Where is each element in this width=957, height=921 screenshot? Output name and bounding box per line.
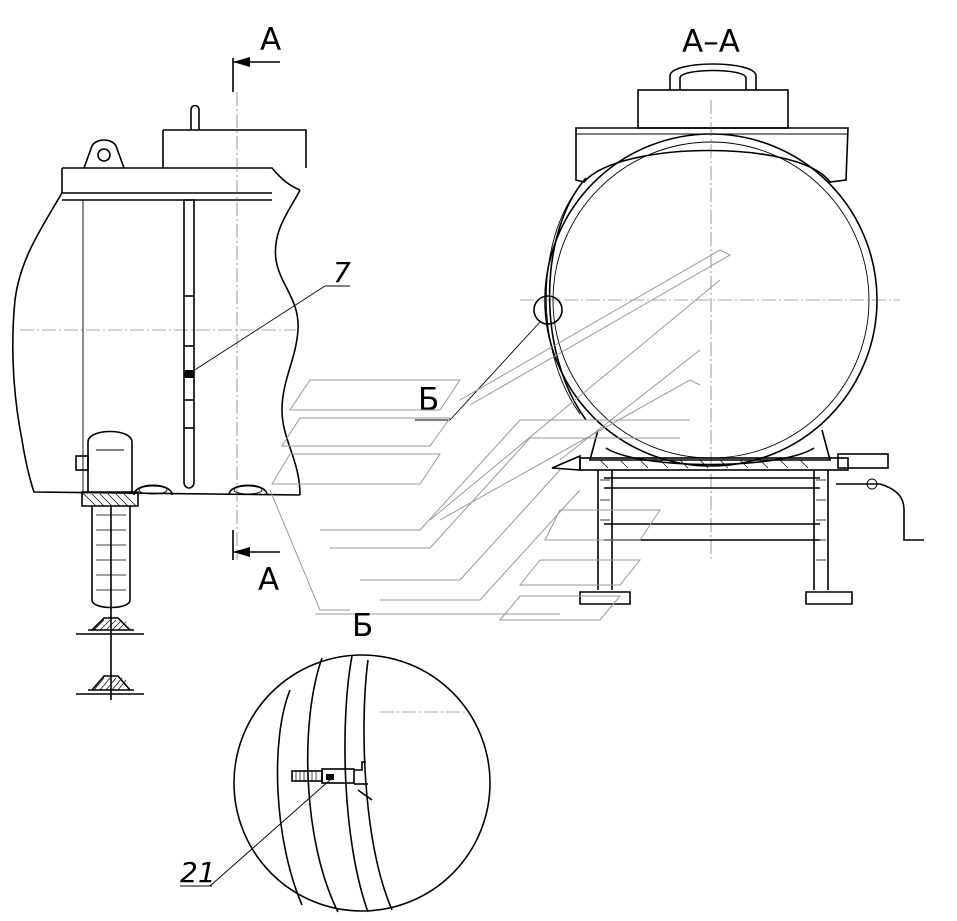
- callout-7-label: 7: [333, 256, 351, 289]
- support-jack-left: [75, 430, 144, 700]
- section-view-title: А–А: [682, 24, 740, 60]
- detail-view-b: 21: [180, 654, 491, 913]
- callout-21-label: 21: [180, 856, 216, 889]
- section-arrow-bottom: А: [232, 530, 280, 598]
- detail-ref-label: Б: [418, 382, 439, 418]
- section-view-aa: А–А: [415, 24, 924, 605]
- section-arrow-top: А: [232, 22, 281, 92]
- background-watermark: [269, 249, 732, 621]
- callout-7: 7: [189, 256, 351, 374]
- section-label-top: А: [260, 22, 281, 58]
- section-label-bottom: А: [258, 562, 279, 598]
- detail-ref-label-bottom: Б: [352, 608, 373, 644]
- tank-side-view: [12, 92, 307, 560]
